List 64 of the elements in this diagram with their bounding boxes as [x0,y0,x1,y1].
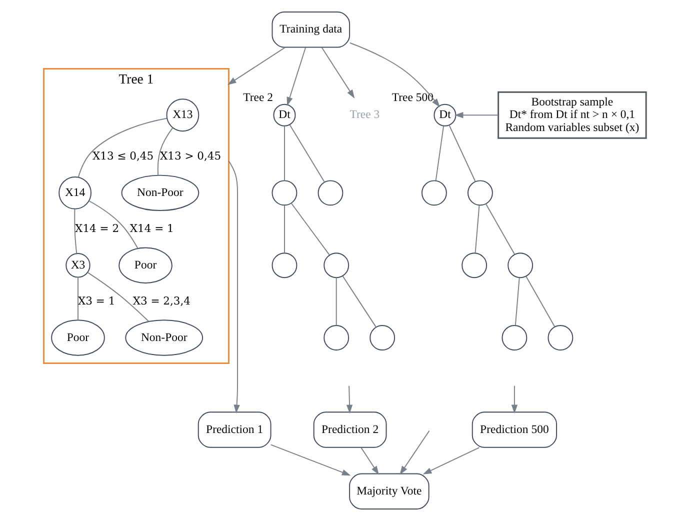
node-ellipse: Poor [50,320,104,356]
arrow [510,385,518,414]
connector [88,200,138,249]
arrow [286,47,306,106]
connector [474,204,480,254]
arrow [270,444,350,476]
connector [448,124,476,182]
connector [525,276,555,328]
node-label: Tree 500 [391,91,433,104]
edge-label: X13 > 0,45 [159,149,221,162]
node-circle: X14 [58,176,91,210]
node-circle: X13 [166,98,199,132]
node-circle [271,180,297,206]
node-box: Prediction 2 [312,412,386,448]
node-circle [501,325,527,350]
edge-label: X14 = 1 [129,222,174,235]
node-box: Bootstrap sample Dt* from Dt if nt > n × 0,1 Random variables subset (x) [497,91,646,139]
node-circle [317,180,343,206]
node-circle [461,252,487,278]
arrow [422,447,480,474]
arrow [399,430,430,475]
node-circle [547,325,573,350]
node-circle [421,180,446,206]
node-circle: X3 [65,253,90,278]
arrow [320,47,354,98]
arrow [346,385,352,414]
connector [77,277,78,320]
node-box: Majority Vote [348,473,429,510]
node-circle [323,252,349,278]
connector [86,272,149,322]
node-circle [323,325,349,350]
node-circle [466,180,492,206]
node-box: Prediction 500 [471,412,557,448]
node-label: Tree 2 [242,91,273,104]
node-circle [507,252,533,278]
connector [74,208,77,254]
connector [156,127,173,176]
arrow [360,447,378,475]
arrow [454,112,498,118]
edge-label: X3 = 1 [77,294,115,308]
node-box: Prediction 1 [197,412,271,448]
node-text: Tree 3 [349,108,380,122]
edge-label: X13 ≤ 0,45 [92,149,154,162]
node-ellipse: Non-Poor [120,174,199,212]
arrow [348,42,440,108]
connector [335,277,336,326]
edge-label: X3 = 2,3,4 [132,294,190,308]
node-ellipse: Poor [118,247,172,284]
node-ellipse: Non-Poor [124,320,203,356]
node-circle: Dt [433,104,456,126]
node-circle: Dt [272,104,296,126]
connector [77,118,167,178]
connector [288,124,325,183]
connector [434,126,444,182]
connector [342,276,376,328]
connector [514,277,520,326]
connector [290,202,330,256]
arrow [228,160,240,414]
node-box: Training data [271,12,350,48]
arrow [226,46,286,85]
node-circle [369,325,395,350]
node-circle [271,252,297,278]
edge-label: X14 = 2 [74,222,119,235]
connector [484,204,515,255]
